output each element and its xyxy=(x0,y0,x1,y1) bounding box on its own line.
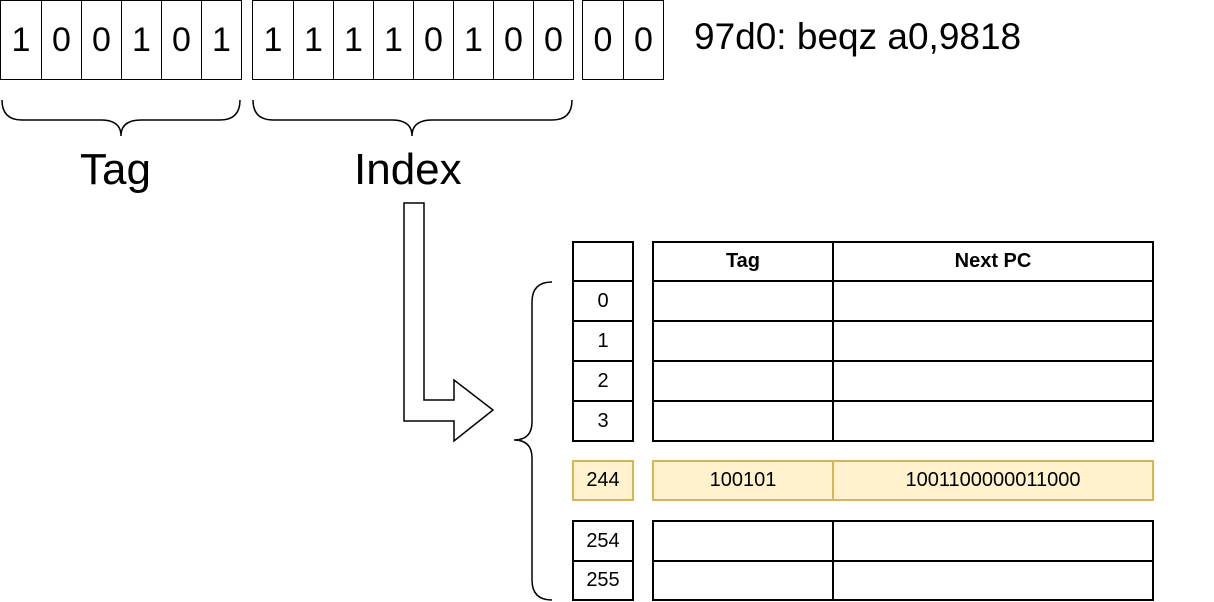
tag-bit: 0 xyxy=(41,1,81,79)
highlighted-row-tag-cell: 100101 xyxy=(652,460,834,501)
offset-bit: 0 xyxy=(623,1,663,79)
tag-column-header: Tag xyxy=(652,241,834,282)
index-bit: 1 xyxy=(333,1,373,79)
row-tag-cell xyxy=(652,280,834,322)
row-tag-cell xyxy=(652,560,834,601)
tag-field-label: Tag xyxy=(80,145,151,194)
row-next-pc-cell xyxy=(832,400,1154,442)
row-index-cell: 254 xyxy=(572,520,634,562)
offset-bits-group: 0 0 xyxy=(582,0,664,80)
tag-bit: 0 xyxy=(81,1,121,79)
row-next-pc-cell xyxy=(832,360,1154,402)
index-bit: 0 xyxy=(413,1,453,79)
tag-brace xyxy=(1,99,241,137)
index-column-header xyxy=(572,241,634,282)
index-bits-group: 1 1 1 1 0 1 0 0 xyxy=(252,0,574,80)
index-bit: 1 xyxy=(373,1,413,79)
index-bit: 0 xyxy=(493,1,533,79)
index-bit: 1 xyxy=(263,20,283,59)
row-index-cell: 3 xyxy=(572,400,634,442)
index-field-label: Index xyxy=(354,145,462,194)
highlighted-row-index-cell: 244 xyxy=(572,460,634,501)
row-tag-cell xyxy=(652,320,834,362)
offset-bit: 0 xyxy=(593,20,613,59)
row-tag-cell xyxy=(652,360,834,402)
row-tag-cell xyxy=(652,400,834,442)
row-next-pc-cell xyxy=(832,520,1154,562)
index-brace xyxy=(252,99,573,137)
index-arrow xyxy=(403,202,495,443)
highlighted-row-next-pc-cell: 1001100000011000 xyxy=(832,460,1154,501)
row-index-cell: 0 xyxy=(572,280,634,322)
index-bit: 1 xyxy=(293,1,333,79)
row-index-cell: 2 xyxy=(572,360,634,402)
tag-bit: 0 xyxy=(161,1,201,79)
table-brace xyxy=(513,281,553,601)
index-bit: 0 xyxy=(533,1,573,79)
tag-bit: 1 xyxy=(11,20,31,59)
tag-bit: 1 xyxy=(201,1,241,79)
row-next-pc-cell xyxy=(832,560,1154,601)
tag-bit: 1 xyxy=(121,1,161,79)
instruction-text: 97d0: beqz a0,9818 xyxy=(694,16,1022,57)
row-index-cell: 255 xyxy=(572,560,634,601)
tag-bits-group: 1 0 0 1 0 1 xyxy=(0,0,242,80)
row-index-cell: 1 xyxy=(572,320,634,362)
index-bit: 1 xyxy=(453,1,493,79)
row-next-pc-cell xyxy=(832,320,1154,362)
row-next-pc-cell xyxy=(832,280,1154,322)
row-tag-cell xyxy=(652,520,834,562)
next-pc-column-header: Next PC xyxy=(832,241,1154,282)
